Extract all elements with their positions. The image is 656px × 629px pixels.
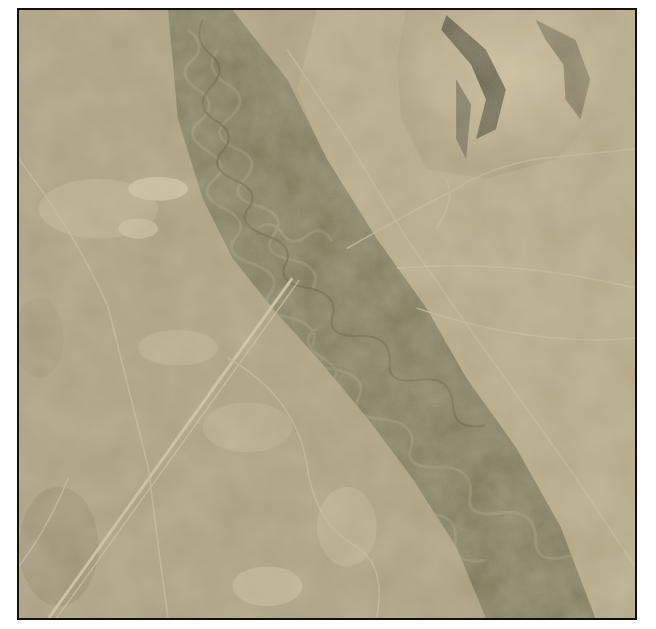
aerial-photo <box>19 10 635 618</box>
aerial-image-frame <box>17 8 637 620</box>
